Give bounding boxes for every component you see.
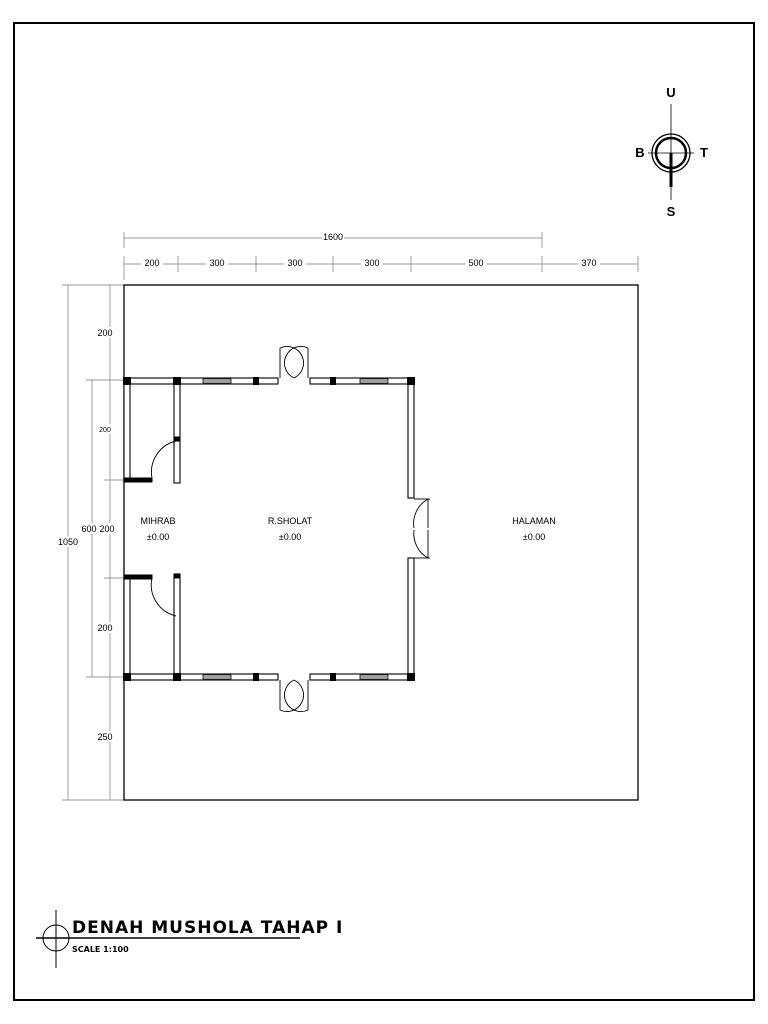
dim-top-segment: 500 bbox=[468, 258, 483, 268]
dim-top-segment: 200 bbox=[144, 258, 159, 268]
east-wall-lower bbox=[407, 557, 415, 681]
mihrab-door-upper bbox=[151, 440, 177, 479]
room-sholat-level: ±0.00 bbox=[279, 532, 301, 542]
dim-left-overall: 1050 bbox=[58, 537, 78, 547]
mihrab-door-lower bbox=[150, 577, 177, 617]
dim-left-inner: 200 bbox=[99, 524, 114, 534]
top-dimensions bbox=[123, 232, 639, 280]
dim-left-segment: 600 bbox=[81, 524, 96, 534]
mihrab-partition-lower bbox=[173, 573, 181, 681]
compass-east-label: T bbox=[700, 145, 708, 160]
room-halaman-level: ±0.00 bbox=[523, 532, 545, 542]
east-door bbox=[413, 498, 430, 559]
top-double-door bbox=[279, 346, 309, 379]
compass-needle bbox=[669, 153, 673, 187]
room-sholat-name: R.SHOLAT bbox=[268, 516, 313, 526]
site-boundary bbox=[123, 284, 639, 801]
dim-left-inner: 200 bbox=[97, 623, 112, 633]
bottom-double-door bbox=[279, 679, 309, 712]
compass-south-label: S bbox=[667, 204, 676, 219]
dim-left-inner: 200 bbox=[99, 427, 111, 434]
room-mihrab-level: ±0.00 bbox=[147, 532, 169, 542]
dim-top-segment: 300 bbox=[209, 258, 224, 268]
dim-top-segment: 370 bbox=[581, 258, 596, 268]
mihrab-stubs bbox=[123, 436, 181, 580]
title-block: DENAH MUSHOLA TAHAP I SCALE 1:100 bbox=[36, 910, 343, 968]
drawing-scale: SCALE 1:100 bbox=[72, 945, 129, 954]
dim-top-segment: 300 bbox=[287, 258, 302, 268]
dim-top-overall: 1600 bbox=[323, 232, 343, 242]
room-labels: MIHRAB ±0.00 R.SHOLAT ±0.00 HALAMAN ±0.0… bbox=[140, 516, 555, 542]
drawing-title: DENAH MUSHOLA TAHAP I bbox=[72, 918, 343, 938]
left-dimension-labels: 1050 200 600 250 200 200 200 bbox=[57, 327, 121, 742]
mihrab-partition-upper bbox=[173, 377, 181, 484]
mihrab-back-wall-bottom bbox=[123, 576, 131, 681]
compass-west-label: B bbox=[635, 145, 644, 160]
dim-left-segment: 200 bbox=[97, 328, 112, 338]
top-dimension-labels: 1600 200 300 300 300 500 370 bbox=[141, 231, 600, 268]
mihrab-back-wall-top bbox=[123, 377, 131, 481]
north-compass: U S B T bbox=[635, 85, 708, 219]
room-mihrab-name: MIHRAB bbox=[140, 516, 175, 526]
compass-north-label: U bbox=[666, 85, 675, 100]
dim-top-segment: 300 bbox=[364, 258, 379, 268]
sheet-border bbox=[13, 22, 755, 1001]
doors bbox=[150, 346, 430, 712]
walls bbox=[123, 377, 415, 681]
east-wall-upper bbox=[407, 377, 415, 499]
windows bbox=[202, 378, 389, 680]
columns bbox=[123, 377, 415, 681]
room-halaman-name: HALAMAN bbox=[512, 516, 556, 526]
dim-left-segment: 250 bbox=[97, 732, 112, 742]
